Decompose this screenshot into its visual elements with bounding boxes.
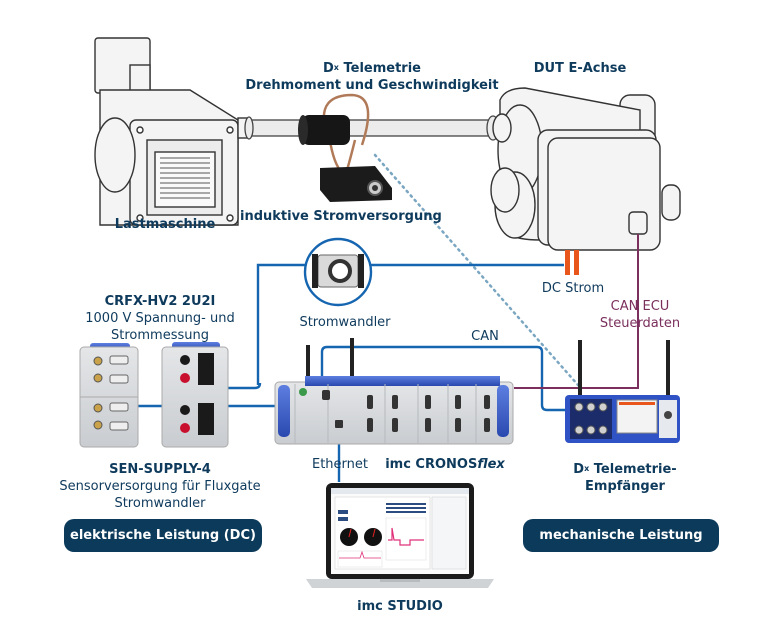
load-machine-label: Lastmaschine (114, 217, 216, 232)
electrical-power-badge: elektrische Leistung (DC) (64, 519, 262, 552)
crfx-title: CRFX-HV2 2U2I (104, 294, 216, 309)
telemetry-superscript: x (333, 63, 339, 72)
telemetry-label: Dx Telemetrie Drehmoment und Geschwindig… (232, 60, 512, 94)
ethernet-label: Ethernet (312, 457, 368, 472)
sen-supply-line1: Sensorversorgung für Fluxgate (59, 479, 261, 494)
sen-supply-line2: Stromwandler (114, 496, 206, 511)
dc-current-cables (565, 250, 579, 275)
crfx-hv2-module (161, 342, 229, 448)
drive-shaft (244, 115, 500, 141)
crfx-line2: Strommessung (111, 328, 209, 343)
receiver-line2: Empfänger (585, 479, 665, 494)
dut-e-axle-drawing (490, 87, 681, 251)
crfx-line1: 1000 V Spannung- und (85, 311, 235, 326)
telemetry-prefix: D (323, 61, 334, 76)
receiver-prefix: D (573, 462, 585, 477)
can-ecu-line2: Steuerdaten (599, 316, 681, 331)
can-ecu-line1: CAN ECU (610, 299, 670, 314)
crfx-label: CRFX-HV2 2U2I 1000 V Spannung- und Strom… (55, 293, 265, 344)
telemetry-receiver-device (565, 340, 680, 443)
laptop-imc-studio (306, 483, 494, 588)
current-transducer-image (303, 237, 373, 307)
load-machine-drawing (94, 37, 249, 226)
receiver-superscript: x (584, 464, 590, 473)
cronos-prefix: imc CRONOS (385, 457, 478, 472)
inductive-supply-box (320, 166, 392, 202)
mechanical-power-badge: mechanische Leistung (523, 519, 719, 552)
telemetry-rotor (298, 93, 370, 171)
current-transducer-line (256, 263, 564, 385)
receiver-line1: Telemetrie- (589, 462, 677, 477)
cronos-flex-rack (274, 338, 514, 445)
sen-supply-title: SEN-SUPPLY-4 (109, 462, 211, 477)
can-label: CAN (471, 329, 499, 344)
current-transducer-label: Stromwandler (299, 315, 391, 330)
can-ecu-label: CAN ECU Steuerdaten (590, 298, 690, 332)
telemetry-subtitle: Drehmoment und Geschwindigkeit (245, 78, 499, 93)
sen-supply-4-module (79, 343, 139, 448)
crfx-to-transducer-line (228, 382, 262, 390)
can-line (320, 345, 565, 412)
cronos-flex-label: imc CRONOSflex (385, 456, 505, 473)
dc-current-label: DC Strom (541, 281, 605, 296)
inductive-supply-label: induktive Stromversorgung (240, 209, 442, 224)
cronos-suffix: flex (477, 457, 505, 472)
imc-studio-label: imc STUDIO (357, 599, 443, 614)
telemetry-title: Telemetrie (343, 61, 422, 76)
dut-label: DUT E-Achse (533, 61, 627, 76)
receiver-label: Dx Telemetrie- Empfänger (560, 461, 690, 495)
sen-supply-label: SEN-SUPPLY-4 Sensorversorgung für Fluxga… (40, 461, 280, 512)
